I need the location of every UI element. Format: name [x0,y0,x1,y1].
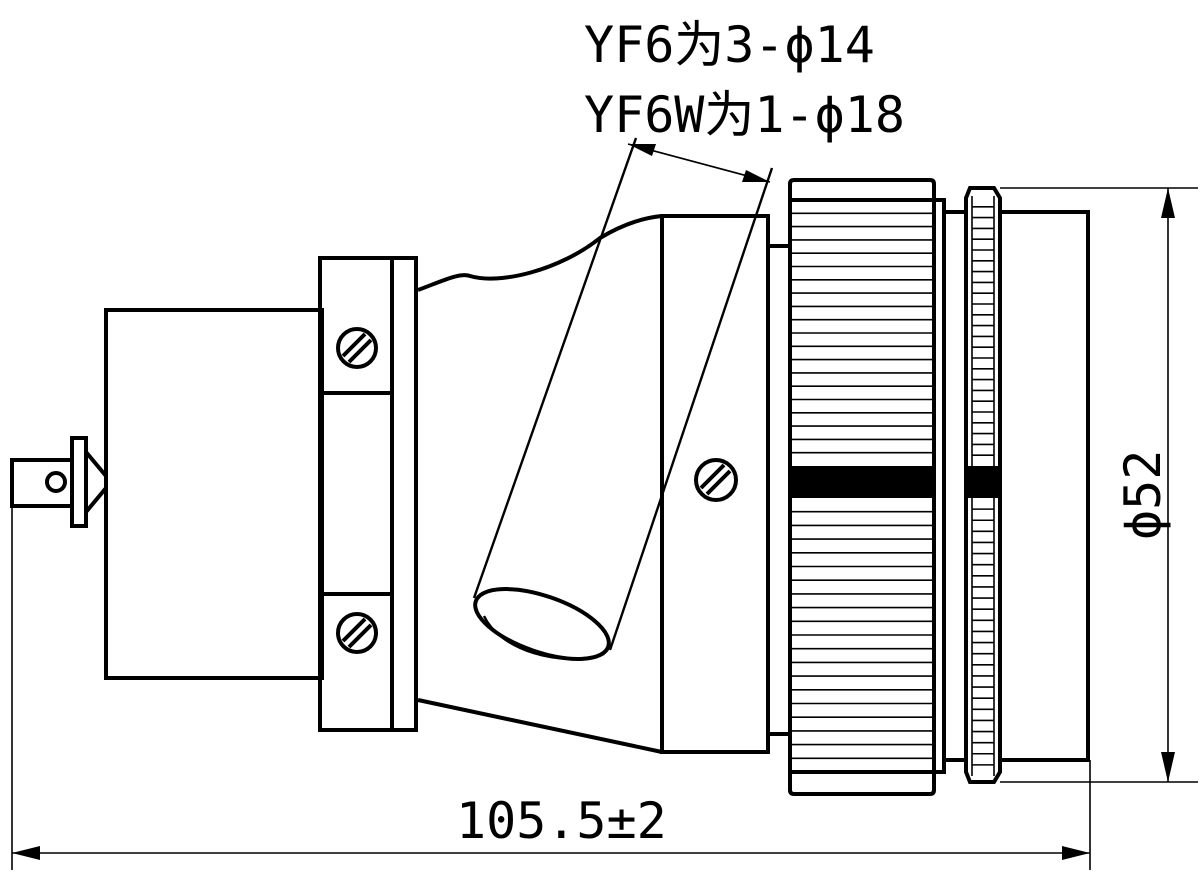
length-dimension-label: 105.5±2 [456,792,667,850]
diameter-dimension-label: ϕ52 [1114,450,1172,540]
coupling-nut [788,178,936,796]
dimension-length [11,506,1091,870]
screw-bottom [336,612,378,654]
locking-ring [932,186,1002,784]
ring-lines [972,206,994,766]
screw-top [336,327,378,369]
cable-entry [472,137,774,661]
pin-terminal [10,436,108,528]
tapered-body [417,214,663,754]
flange-plate [318,256,418,732]
dimension-diameter [1000,187,1198,783]
dimension-entry [627,143,771,183]
front-sleeve [998,210,1090,762]
rear-body [104,308,324,680]
note-line-1: YF6为3-ϕ14 [584,16,875,74]
screw-middle [694,458,738,502]
main-shell [660,214,792,754]
knurl-lines [790,212,934,760]
note-line-2: YF6W为1-ϕ18 [584,86,905,144]
